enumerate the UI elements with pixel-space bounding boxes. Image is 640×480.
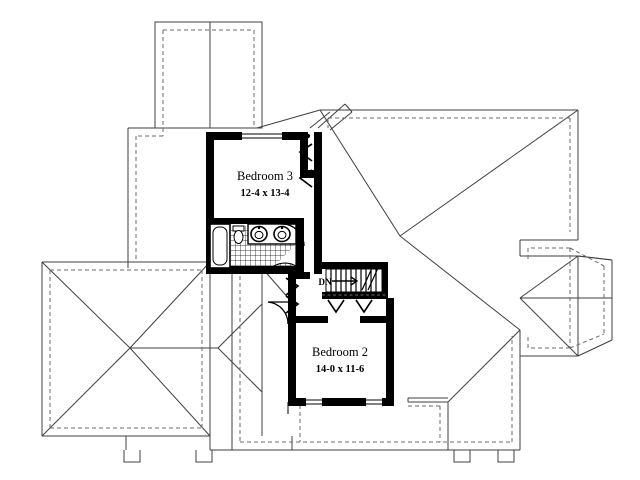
- room-labels: Bedroom 3 12-4 x 13-4 Bedroom 2 14-0 x 1…: [237, 169, 368, 375]
- window-openings: [242, 133, 382, 414]
- stair-direction-arrow: [332, 276, 359, 286]
- bedroom-2-dimension-label: 14-0 x 11-6: [316, 364, 364, 375]
- stair-rail-scallops: [327, 299, 373, 314]
- door-swings: [267, 223, 305, 325]
- closet-bifold-door-lower: [298, 169, 313, 188]
- bathroom-fixtures: [209, 223, 297, 269]
- bifold-closet-doors: [285, 143, 313, 314]
- staircase: [322, 267, 388, 314]
- bedroom-2-swing-door: [267, 301, 289, 325]
- bathtub-icon: [209, 223, 231, 269]
- hall-closet-bifold-lower: [285, 295, 300, 314]
- hall-closet-bifold-upper: [285, 277, 300, 296]
- bedroom-3-dimension-label: 12-4 x 13-4: [241, 188, 291, 199]
- roof-overhang-dashed: [49, 29, 605, 443]
- bedroom-3-swing-door: [281, 223, 305, 247]
- closet-bifold-door-upper: [298, 143, 313, 162]
- toilet-icon: [232, 225, 245, 244]
- sink-basin-left-icon: [250, 225, 268, 243]
- bathroom-door-swing: [273, 244, 297, 268]
- sink-basin-right-icon: [273, 225, 291, 243]
- bedroom-2-name-label: Bedroom 2: [312, 345, 368, 359]
- bedroom-3-name-label: Bedroom 3: [237, 169, 293, 183]
- roof-outline-solid: [41, 21, 613, 463]
- stair-direction-label: DN: [319, 277, 332, 287]
